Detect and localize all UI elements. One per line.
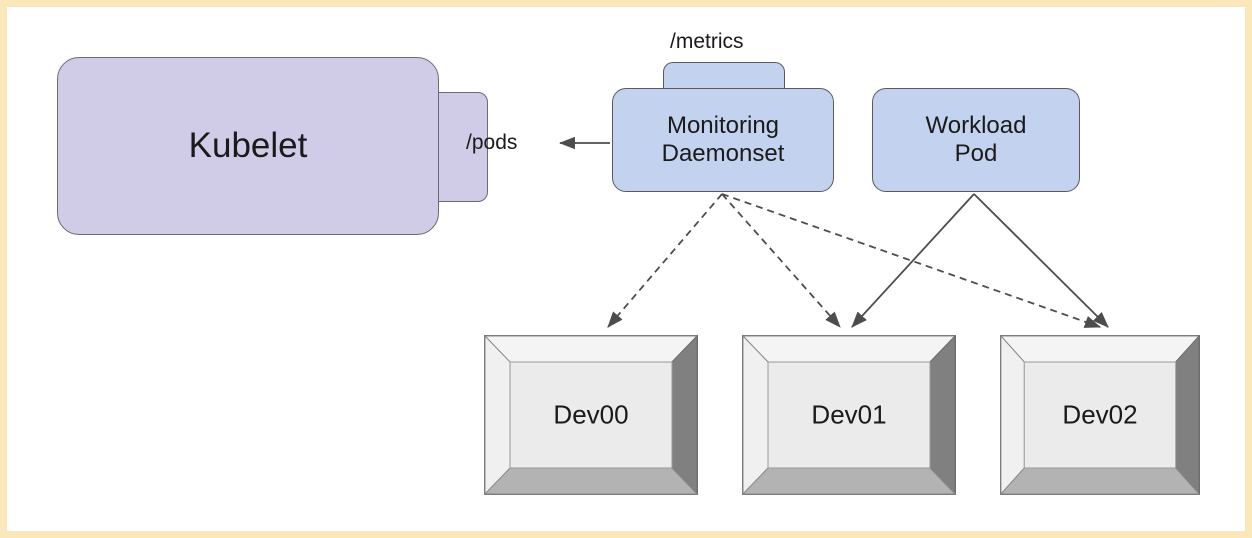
monitoring-body: Monitoring Daemonset [612,88,834,192]
edge-monitoring-to-dev01 [721,193,841,328]
edge-workload-to-dev01 [973,193,1109,328]
device-frame-icon [742,335,956,495]
edge-monitoring-to-dev00 [607,193,723,328]
device-frame-icon [1000,335,1200,495]
monitoring-daemonset-label: Monitoring Daemonset [661,111,785,167]
node-kubelet[interactable]: Kubelet [57,57,488,235]
edge-workload-to-dev00 [851,193,975,328]
kubelet-label: Kubelet [188,126,308,166]
node-device-dev01[interactable]: Dev01 [742,335,956,495]
kubelet-body: Kubelet [57,57,439,235]
node-device-dev00[interactable]: Dev00 [484,335,698,495]
device-frame-icon [484,335,698,495]
node-monitoring-daemonset[interactable]: Monitoring Daemonset [612,62,834,192]
node-workload-pod[interactable]: Workload Pod [872,88,1080,192]
workload-body: Workload Pod [872,88,1080,192]
edge-label-metrics: /metrics [670,30,744,53]
node-device-dev02[interactable]: Dev02 [1000,335,1200,495]
edge-label-pods: /pods [466,131,518,154]
workload-pod-label: Workload Pod [925,111,1027,167]
edge-monitoring-to-dev02 [721,193,1102,328]
